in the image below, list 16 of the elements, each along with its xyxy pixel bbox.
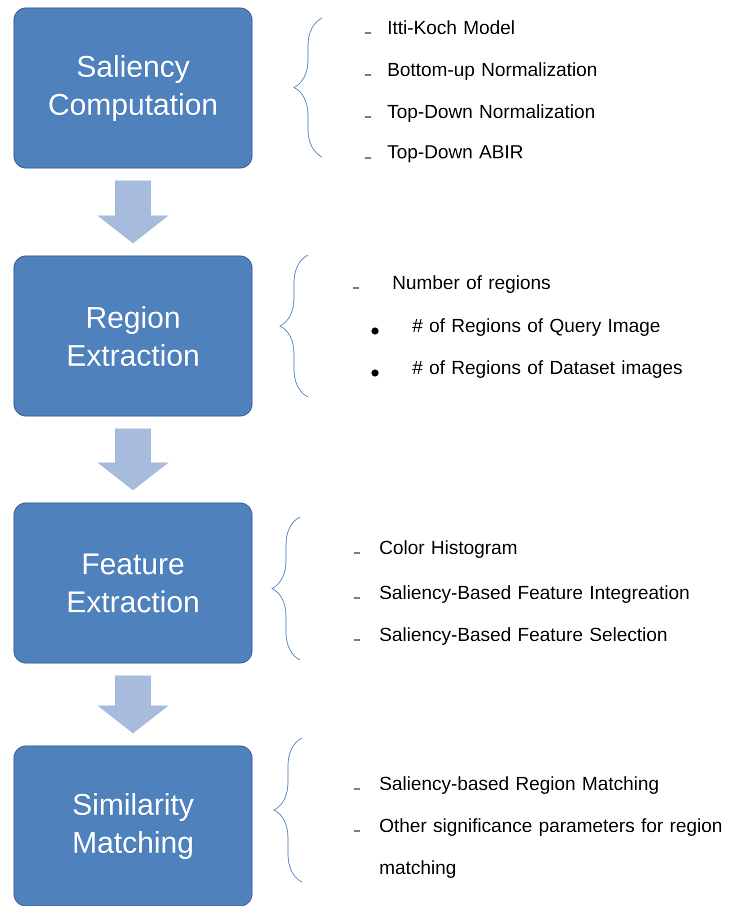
list-item: Saliency-Based Feature Selection — [380, 627, 666, 645]
list-item: Top-Down ABIR — [388, 145, 522, 162]
list-item: Top-Down Normalization — [388, 104, 594, 122]
list-item: Other significance parameters for region matching — [380, 818, 722, 878]
list-item: # of Regions of Dataset images — [412, 360, 682, 378]
list-item: # of Regions of Query Image — [412, 318, 660, 336]
list-item: Itti-Koch Model — [388, 20, 514, 34]
list-item: Saliency-Based Feature Integreation — [380, 585, 688, 603]
list-item: Saliency-based Region Matching — [380, 776, 658, 794]
list-item: Number of regions — [394, 275, 550, 293]
process-box: Saliency Computation — [14, 8, 252, 168]
list-item: Bottom-up Normalization — [388, 62, 596, 80]
process-box: Feature Extraction — [14, 502, 252, 664]
process-box: Similarity Matching — [14, 746, 252, 906]
process-box: Region Extraction — [14, 256, 252, 416]
list-item: Color Histogram — [380, 540, 516, 558]
